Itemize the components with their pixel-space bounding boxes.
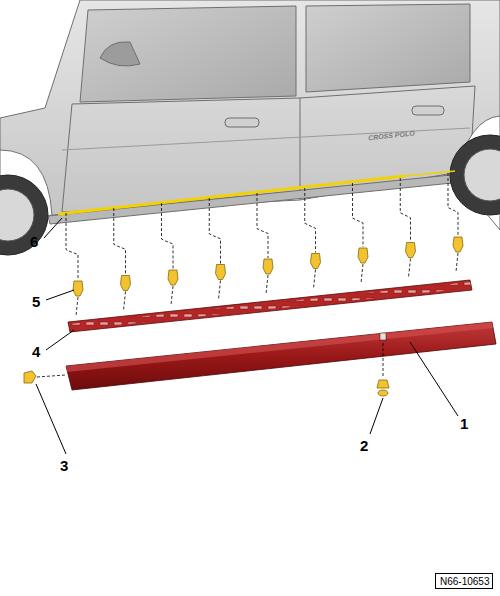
assembly-line bbox=[66, 213, 78, 280]
clip bbox=[73, 281, 83, 296]
callout-number: 1 bbox=[460, 416, 468, 431]
assembly-line bbox=[266, 275, 268, 294]
assembly-line bbox=[456, 253, 458, 272]
callout-number: 2 bbox=[360, 438, 368, 453]
assembly-line bbox=[171, 286, 173, 305]
assembly-line bbox=[314, 270, 316, 289]
sill-mounting-line bbox=[58, 176, 405, 214]
sill-trim-panel bbox=[66, 322, 496, 390]
callout-number: 4 bbox=[32, 344, 40, 359]
assembly-line bbox=[257, 193, 268, 258]
assembly-line bbox=[305, 188, 316, 253]
car-body bbox=[0, 0, 500, 224]
assembly-line bbox=[400, 178, 410, 242]
callout-number: 5 bbox=[32, 294, 40, 309]
leader-lines bbox=[36, 218, 458, 454]
clip bbox=[121, 276, 131, 291]
sill-mounting-line-end bbox=[405, 171, 455, 176]
figure-number-box: N66-10653 bbox=[435, 573, 493, 589]
callout-number: 6 bbox=[30, 234, 38, 249]
assembly-line bbox=[448, 173, 458, 236]
clip-3 bbox=[24, 371, 66, 383]
assembly-line bbox=[114, 208, 126, 275]
figure-number: N66-10653 bbox=[440, 577, 488, 587]
assembly-line bbox=[162, 203, 174, 269]
rear-wheel bbox=[450, 116, 500, 230]
clip bbox=[168, 270, 178, 285]
clip bbox=[216, 265, 226, 280]
clip-2 bbox=[377, 343, 389, 396]
callout-number: 3 bbox=[60, 458, 68, 473]
assembly-line bbox=[76, 297, 78, 316]
clip bbox=[358, 248, 368, 263]
assembly-line bbox=[219, 281, 221, 300]
assembly-line bbox=[353, 183, 364, 247]
clip bbox=[406, 243, 416, 258]
assembly-line bbox=[124, 292, 126, 311]
front-wheel bbox=[0, 150, 52, 255]
assembly-line bbox=[409, 259, 411, 278]
clip-row bbox=[66, 173, 463, 316]
assembly-line bbox=[361, 264, 363, 283]
assembly-line bbox=[209, 198, 220, 264]
clip bbox=[311, 254, 321, 269]
clip bbox=[453, 237, 463, 252]
clip bbox=[263, 259, 273, 274]
